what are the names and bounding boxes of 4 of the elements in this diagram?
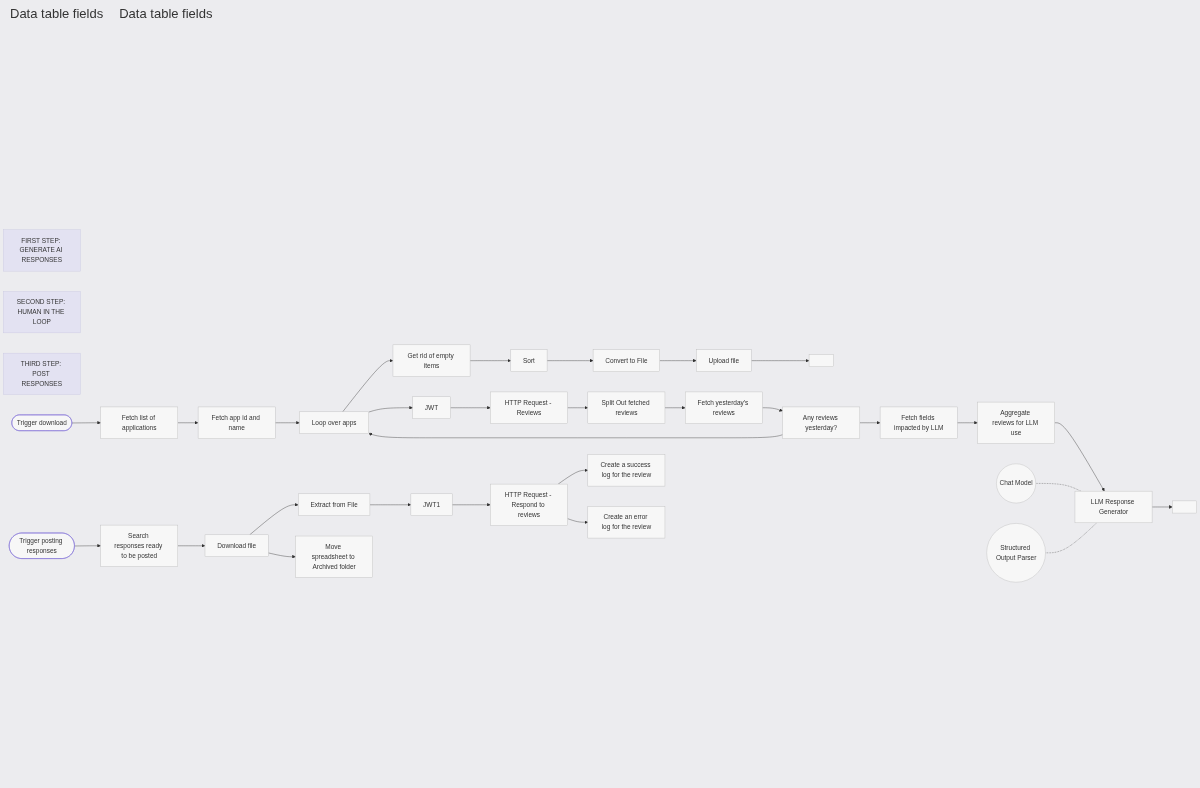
node-box <box>808 354 834 367</box>
note-text: Data table fields <box>119 6 213 21</box>
node-box <box>1172 500 1197 514</box>
note-text: Data table fields <box>10 6 104 21</box>
